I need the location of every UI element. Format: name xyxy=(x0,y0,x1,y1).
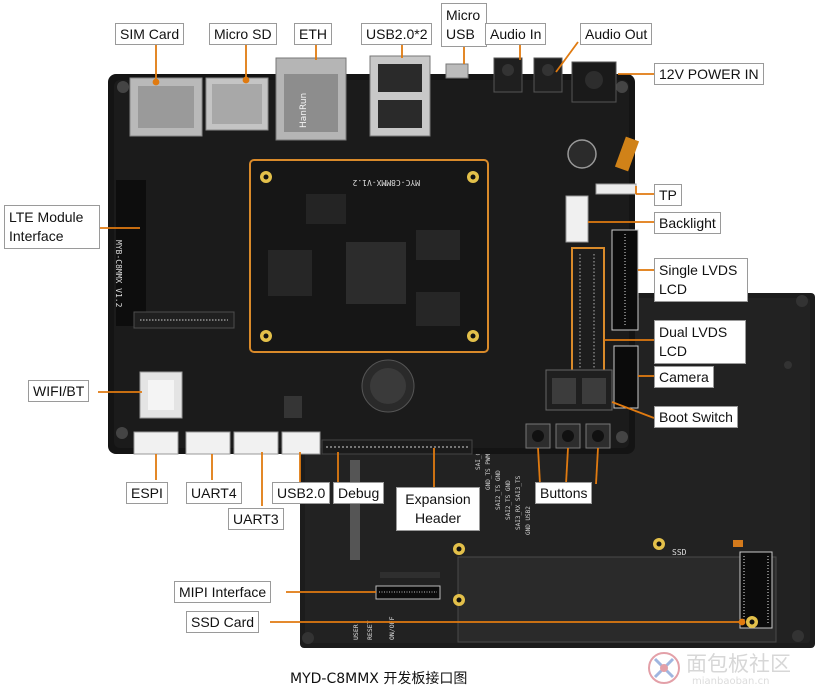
label-expansion-header: Expansion Header xyxy=(396,487,480,531)
label-tp: TP xyxy=(654,184,682,206)
svg-text:USER: USER xyxy=(352,624,360,640)
label-backlight: Backlight xyxy=(654,212,721,234)
label-single-lvds-line1: Single LVDS xyxy=(659,262,738,278)
label-dual-lvds: Dual LVDS LCD xyxy=(654,320,746,364)
label-micro-usb-line1: Micro xyxy=(446,7,481,23)
watermark-logo xyxy=(648,652,680,684)
label-lte-line1: LTE Module xyxy=(9,209,84,225)
svg-text:SAI2_TS GND: SAI2_TS GND xyxy=(495,470,502,510)
leader-lines xyxy=(98,41,746,626)
label-eth: ETH xyxy=(294,23,332,45)
label-lte-module: LTE Module Interface xyxy=(4,205,100,249)
label-sim-card: SIM Card xyxy=(115,23,185,45)
label-ssd-card: SSD Card xyxy=(186,611,260,633)
svg-text:RESET: RESET xyxy=(366,620,374,640)
label-debug: Debug xyxy=(333,482,385,504)
label-usb20: USB2.0 xyxy=(272,482,331,504)
label-camera: Camera xyxy=(654,366,714,388)
svg-text:HanRun: HanRun xyxy=(299,93,309,128)
label-audio-out: Audio Out xyxy=(580,23,653,45)
label-expansion-line1: Expansion xyxy=(405,491,471,507)
svg-text:MYB-C8MMX V1.2: MYB-C8MMX V1.2 xyxy=(114,240,123,308)
label-micro-sd: Micro SD xyxy=(209,23,277,45)
svg-text:ON/OFF: ON/OFF xyxy=(388,616,396,640)
label-audio-in: Audio In xyxy=(485,23,547,45)
label-uart4: UART4 xyxy=(186,482,242,504)
svg-text:SSD: SSD xyxy=(672,548,687,557)
svg-text:SAI2_TS GND: SAI2_TS GND xyxy=(505,480,512,520)
label-uart3: UART3 xyxy=(228,508,284,530)
label-buttons: Buttons xyxy=(535,482,593,504)
svg-text:GND_TS PWM_D2: GND_TS PWM_D2 xyxy=(485,443,492,490)
watermark-text: 面包板社区 xyxy=(686,652,791,676)
label-dual-lvds-line2: LCD xyxy=(659,343,688,359)
main-board: HanRun MYB-C8MMX V1.2 MYC-C8MMX-V1.2 xyxy=(108,55,640,455)
label-micro-usb-line2: USB xyxy=(446,26,475,42)
svg-text:GND USB2: GND USB2 xyxy=(525,506,532,535)
label-single-lvds: Single LVDS LCD xyxy=(654,258,748,302)
watermark-emblem-icon xyxy=(648,652,680,684)
svg-text:MYC-C8MMX-V1.2: MYC-C8MMX-V1.2 xyxy=(352,178,420,187)
label-mipi-interface: MIPI Interface xyxy=(174,581,272,603)
svg-text:SAI3_RX SAI3_TS: SAI3_RX SAI3_TS xyxy=(515,475,522,530)
label-micro-usb: Micro USB xyxy=(441,3,487,47)
label-espi: ESPI xyxy=(126,482,168,504)
label-wifi-bt: WIFI/BT xyxy=(28,380,90,402)
label-expansion-line2: Header xyxy=(415,510,461,526)
label-usb2-x2: USB2.0*2 xyxy=(361,23,433,45)
watermark-url: mianbaoban.cn xyxy=(692,676,770,687)
label-12v-power-in: 12V POWER IN xyxy=(654,63,764,85)
label-boot-switch: Boot Switch xyxy=(654,406,738,428)
label-lte-line2: Interface xyxy=(9,228,64,244)
figure-caption: MYD-C8MMX 开发板接口图 xyxy=(290,671,468,687)
label-single-lvds-line2: LCD xyxy=(659,281,688,297)
label-dual-lvds-line1: Dual LVDS xyxy=(659,324,728,340)
